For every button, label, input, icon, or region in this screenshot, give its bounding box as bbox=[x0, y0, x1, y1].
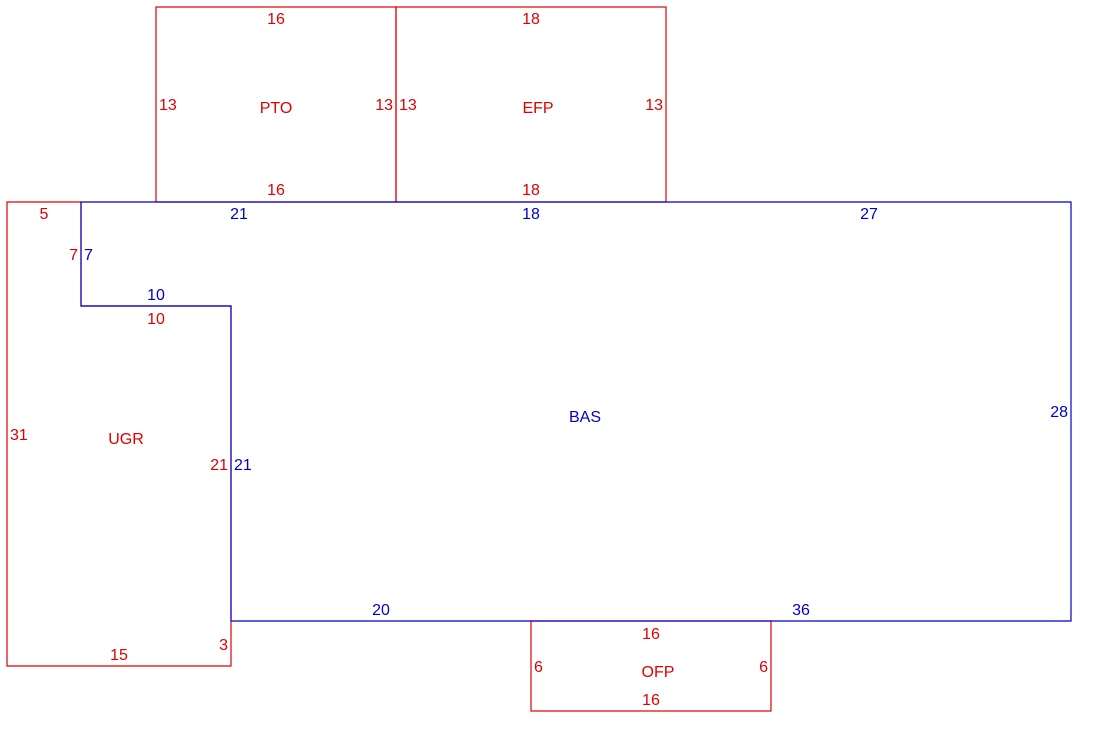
ugr-right-dimension: 21 bbox=[210, 457, 228, 474]
bas-bottom-dimension-a: 20 bbox=[372, 602, 390, 619]
bas-top-dimension-c: 27 bbox=[860, 206, 878, 223]
bas-outline bbox=[80, 201, 1072, 622]
pto-right-dimension: 13 bbox=[375, 97, 393, 114]
ofp-area-label: OFP bbox=[642, 664, 675, 681]
ugr-area-label: UGR bbox=[108, 431, 144, 448]
ugr-step-dimension: 3 bbox=[219, 637, 228, 654]
ofp-left-dimension: 6 bbox=[534, 659, 543, 676]
bas-notch-left-dimension: 7 bbox=[84, 247, 93, 264]
bas-right-dimension: 28 bbox=[1050, 404, 1068, 421]
efp-area-label: EFP bbox=[522, 100, 553, 117]
efp-left-dimension: 13 bbox=[399, 97, 417, 114]
ofp-top-dimension: 16 bbox=[642, 626, 660, 643]
pto-area-label: PTO bbox=[260, 100, 293, 117]
bas-bottom-dimension-b: 36 bbox=[792, 602, 810, 619]
efp-top-dimension: 18 bbox=[522, 11, 540, 28]
ugr-notch-side-dimension: 7 bbox=[69, 247, 78, 264]
ugr-notch-bottom-dimension: 10 bbox=[147, 311, 165, 328]
pto-top-dimension: 16 bbox=[267, 11, 285, 28]
bas-notch-bottom-dimension: 10 bbox=[147, 287, 165, 304]
ugr-bottom-dimension: 15 bbox=[110, 647, 128, 664]
ugr-top-dimension: 5 bbox=[40, 206, 49, 223]
efp-bottom-dimension: 18 bbox=[522, 182, 540, 199]
bas-area-label: BAS bbox=[569, 409, 601, 426]
efp-right-dimension: 13 bbox=[645, 97, 663, 114]
ofp-bottom-dimension: 16 bbox=[642, 692, 660, 709]
bas-top-dimension-a: 21 bbox=[230, 206, 248, 223]
pto-left-dimension: 13 bbox=[159, 97, 177, 114]
bas-inner-left-dimension: 21 bbox=[234, 457, 252, 474]
pto-bottom-dimension: 16 bbox=[267, 182, 285, 199]
bas-top-dimension-b: 18 bbox=[522, 206, 540, 223]
ugr-left-dimension: 31 bbox=[10, 427, 28, 444]
ofp-right-dimension: 6 bbox=[759, 659, 768, 676]
